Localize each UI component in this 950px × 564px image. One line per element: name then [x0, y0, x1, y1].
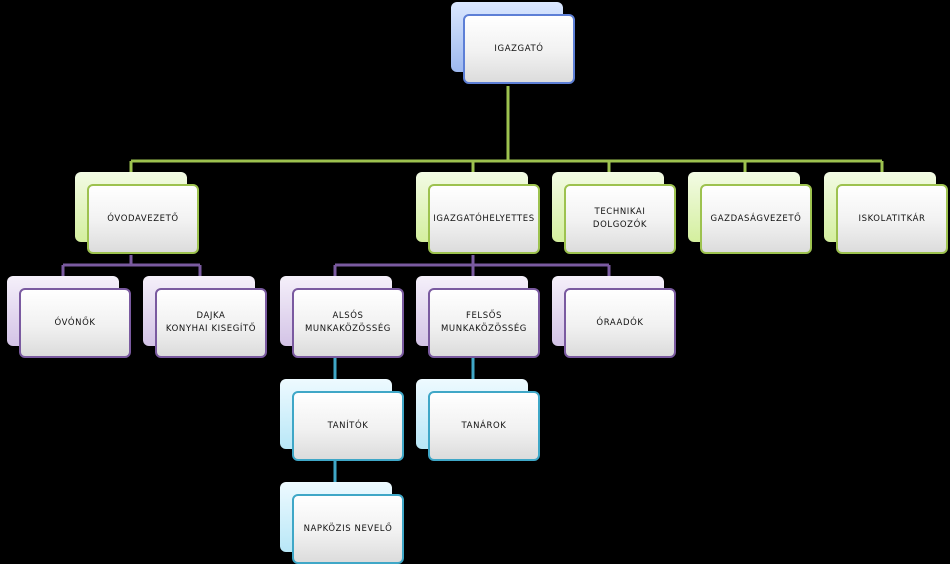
node-label: ÓVODAVEZETŐ [107, 213, 179, 224]
node-label: IGAZGATÓ [494, 43, 544, 54]
node-napkozis-nevelo: NAPKÖZIS NEVELŐ [280, 482, 404, 564]
node-label: ÓVÓNŐK [54, 317, 96, 328]
node-label: NAPKÖZIS NEVELŐ [303, 523, 393, 534]
node-label: FELSŐS MUNKAKÖZÖSSÉG [440, 311, 527, 334]
node-igazgato: IGAZGATÓ [451, 2, 575, 84]
node-ovodavezeto: ÓVODAVEZETŐ [75, 172, 199, 254]
node-also-munkakozosseg: ALSÓS MUNKAKÖZÖSSÉG [280, 276, 404, 358]
node-igazgatohelyettes: IGAZGATÓHELYETTES [416, 172, 540, 254]
node-felso-munkakozosseg: FELSŐS MUNKAKÖZÖSSÉG [416, 276, 540, 358]
node-iskolatitkar: ISKOLATITKÁR [824, 172, 948, 254]
node-technikai-dolgozok: TECHNIKAI DOLGOZÓK [552, 172, 676, 254]
node-dajka: DAJKA KONYHAI KISEGÍTŐ [143, 276, 267, 358]
node-label: ALSÓS MUNKAKÖZÖSSÉG [304, 311, 391, 334]
node-label: TANÁROK [461, 420, 507, 431]
node-label: GAZDASÁGVEZETŐ [710, 213, 802, 224]
node-label: TECHNIKAI DOLGOZÓK [592, 207, 648, 230]
node-tanitok: TANÍTÓK [280, 379, 404, 461]
node-ovonok: ÓVÓNŐK [7, 276, 131, 358]
node-oraadok: ÓRAADÓK [552, 276, 676, 358]
node-label: DAJKA KONYHAI KISEGÍTŐ [165, 311, 257, 334]
node-label: ISKOLATITKÁR [858, 213, 926, 224]
node-label: IGAZGATÓHELYETTES [433, 213, 535, 224]
node-label: TANÍTÓK [327, 420, 369, 431]
node-gazdasagvezeto: GAZDASÁGVEZETŐ [688, 172, 812, 254]
node-tanarok: TANÁROK [416, 379, 540, 461]
node-label: ÓRAADÓK [596, 317, 644, 328]
